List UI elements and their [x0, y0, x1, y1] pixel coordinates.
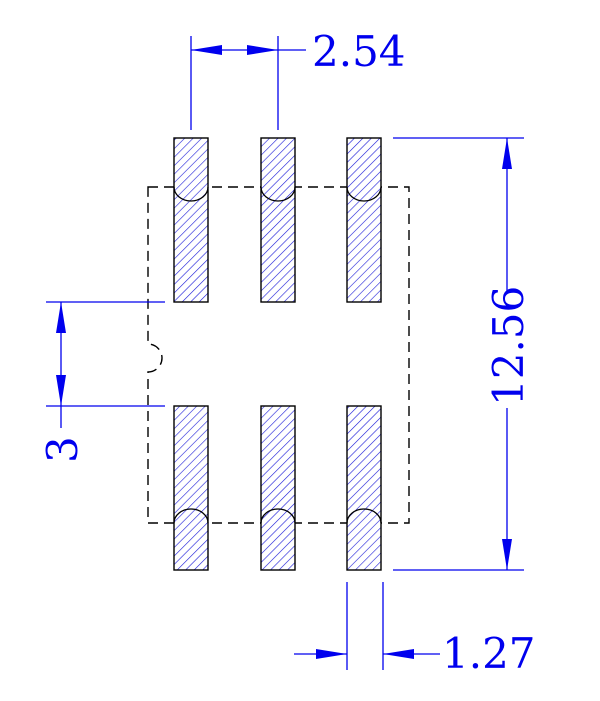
dimension-pad-width-label: 1.27 [442, 629, 536, 678]
dimension-row-gap [46, 301, 165, 428]
pads-top-row [173, 137, 382, 303]
pad-top-1 [173, 137, 209, 303]
dimension-row-gap-label: 3 [38, 436, 87, 463]
package-outline [147, 186, 410, 524]
pad-top-2 [260, 137, 296, 303]
dimension-pitch-label: 2.54 [312, 27, 406, 76]
pad-bottom-1 [173, 405, 209, 571]
lead-arcs [173, 186, 382, 524]
pad-bottom-2 [260, 405, 296, 571]
dimension-overall-length-label: 12.56 [484, 286, 533, 406]
dimension-overall-length [393, 137, 524, 571]
dimension-pad-width [294, 582, 440, 670]
dimension-pitch [190, 36, 306, 130]
pad-bottom-3 [346, 405, 382, 571]
pads-bottom-row [173, 405, 382, 571]
pad-top-3 [346, 137, 382, 303]
